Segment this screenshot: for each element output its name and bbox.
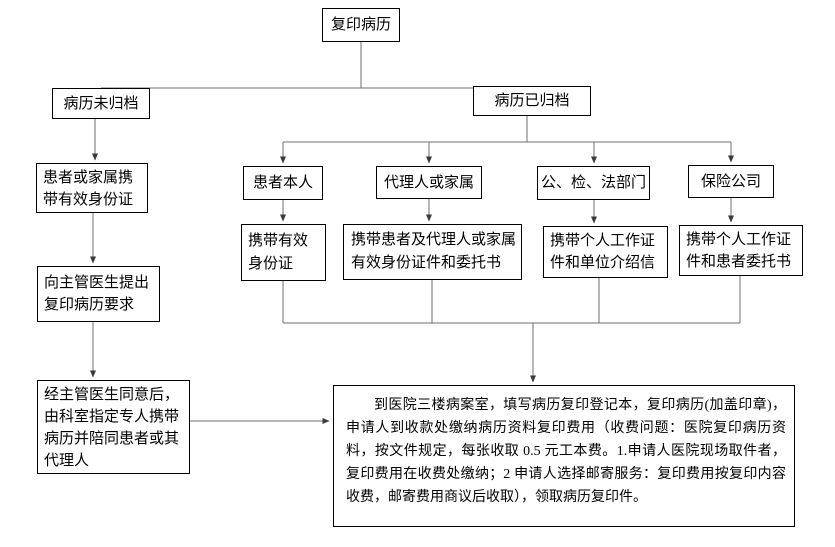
node-requirement-workid-introduction-letter: 携带个人工作证件和单位介绍信 <box>543 226 668 278</box>
node-requirement-workid-patient-authorization: 携带个人工作证件和患者委托书 <box>679 225 803 276</box>
node-doctor-agreement-escort: 经主管医生同意后，由科室指定专人携带病历并陪同患者或其代理人 <box>37 380 190 474</box>
node-applicant-agent-or-family: 代理人或家属 <box>376 166 482 199</box>
node-record-not-archived: 病历未归档 <box>52 88 150 119</box>
node-copy-medical-record: 复印病历 <box>322 8 400 42</box>
node-patient-or-family-with-id: 患者或家属携带有效身份证 <box>36 163 148 213</box>
node-record-archived: 病历已归档 <box>473 86 591 116</box>
node-requirement-id-and-authorization: 携带患者及代理人或家属有效身份证件和委托书 <box>343 224 522 280</box>
node-applicant-patient-self: 患者本人 <box>243 166 323 200</box>
node-requirement-valid-id: 携带有效身份证 <box>241 224 326 281</box>
node-applicant-gov-departments: 公、检、法部门 <box>537 166 650 200</box>
node-final-copy-procedure: 到医院三楼病案室，填写病历复印登记本，复印病历(加盖印章)，申请人到收款处缴纳病… <box>333 385 795 527</box>
node-request-to-doctor: 向主管医生提出复印病历要求 <box>37 266 160 322</box>
node-applicant-insurance-company: 保险公司 <box>688 165 774 198</box>
